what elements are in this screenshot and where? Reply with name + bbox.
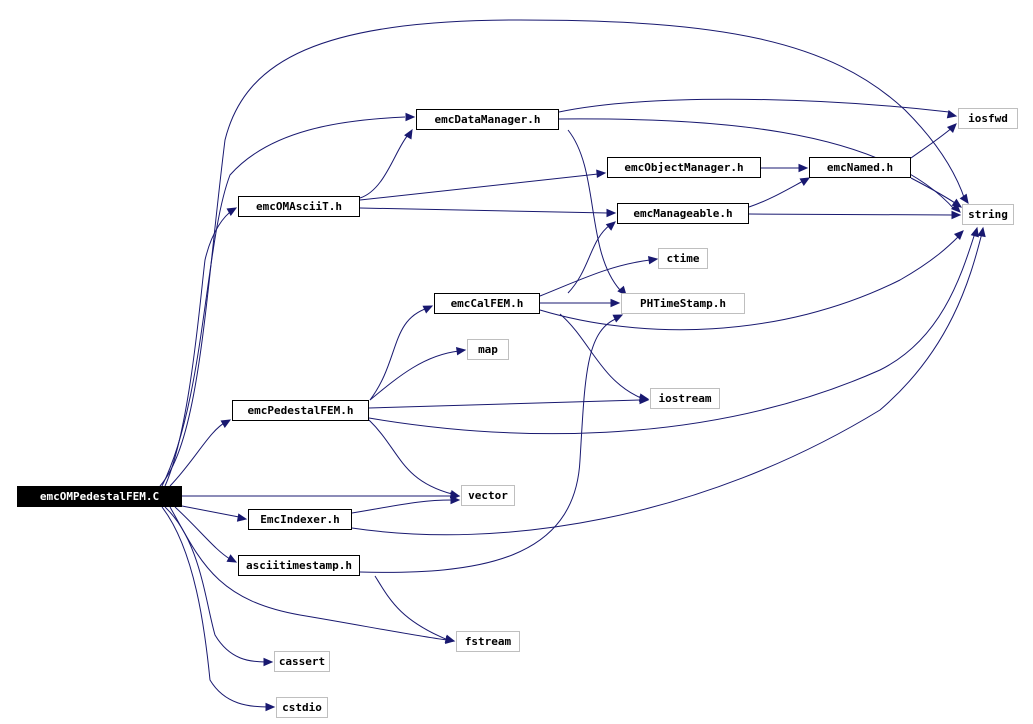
edge-calfem-manage: [567, 221, 616, 294]
edge-indexer-string: [351, 226, 986, 536]
edge-indexer-vector: [351, 495, 461, 514]
edge-root-pedfem: [169, 419, 232, 487]
edge-root-omascii: [164, 207, 238, 487]
edge-dm-iosfwd: [558, 98, 958, 119]
edge-manage-string: [748, 210, 962, 220]
edge-calfem-ctime: [539, 255, 659, 297]
edge-ascts-phts: [359, 314, 624, 573]
node-emcNamed-h[interactable]: emcNamed.h: [809, 157, 911, 178]
edge-pedfem-iostream: [368, 395, 650, 409]
edge-omascii-objm: [359, 169, 607, 201]
edge-root-indexer: [181, 505, 248, 522]
node-emcManageable-h[interactable]: emcManageable.h: [617, 203, 749, 224]
node-emcDataManager-h[interactable]: emcDataManager.h: [416, 109, 559, 130]
node-emcCalFEM-h[interactable]: emcCalFEM.h: [434, 293, 540, 314]
node-emcObjectManager-h[interactable]: emcObjectManager.h: [607, 157, 761, 178]
edge-root-string: [159, 19, 969, 487]
node-asciitimestamp-h[interactable]: asciitimestamp.h: [238, 555, 360, 576]
node-PHTimeStamp-h[interactable]: PHTimeStamp.h: [621, 293, 745, 314]
edge-pedfem-map: [369, 346, 467, 401]
node-EmcIndexer-h[interactable]: EmcIndexer.h: [248, 509, 352, 530]
node-emcOMPedestalFEM-C[interactable]: emcOMPedestalFEM.C: [17, 486, 182, 507]
edge-named-iosfwd: [910, 123, 957, 159]
edge-pedfem-calfem: [369, 305, 434, 401]
edge-pedfem-vector: [368, 419, 461, 499]
node-fstream[interactable]: fstream: [456, 631, 520, 652]
edge-calfem-phts: [540, 298, 621, 308]
edge-named-string: [910, 177, 963, 208]
edge-root-dm: [161, 112, 416, 487]
node-vector[interactable]: vector: [461, 485, 515, 506]
node-iostream[interactable]: iostream: [650, 388, 720, 409]
node-map[interactable]: map: [467, 339, 509, 360]
edge-omascii-manage: [359, 207, 617, 218]
edge-root-cstdio: [161, 506, 276, 712]
node-string[interactable]: string: [962, 204, 1014, 225]
edge-root-ascts: [174, 506, 238, 563]
edge-root-vector: [182, 491, 461, 501]
edge-pedfem-string: [368, 226, 979, 435]
node-cassert[interactable]: cassert: [274, 651, 330, 672]
edge-objm-named: [761, 163, 809, 173]
edge-omascii-dm: [359, 128, 413, 199]
edge-calfem-string: [539, 230, 964, 331]
edge-root-cassert: [164, 506, 274, 667]
edge-dm-string: [558, 118, 961, 213]
node-emcPedestalFEM-h[interactable]: emcPedestalFEM.h: [232, 400, 369, 421]
edge-ascts-fstream: [374, 575, 456, 643]
edge-manage-named: [748, 177, 811, 208]
node-ctime[interactable]: ctime: [658, 248, 708, 269]
node-iosfwd[interactable]: iosfwd: [958, 108, 1018, 129]
node-emcOMAsciiT-h[interactable]: emcOMAsciiT.h: [238, 196, 360, 217]
node-cstdio[interactable]: cstdio: [276, 697, 328, 718]
